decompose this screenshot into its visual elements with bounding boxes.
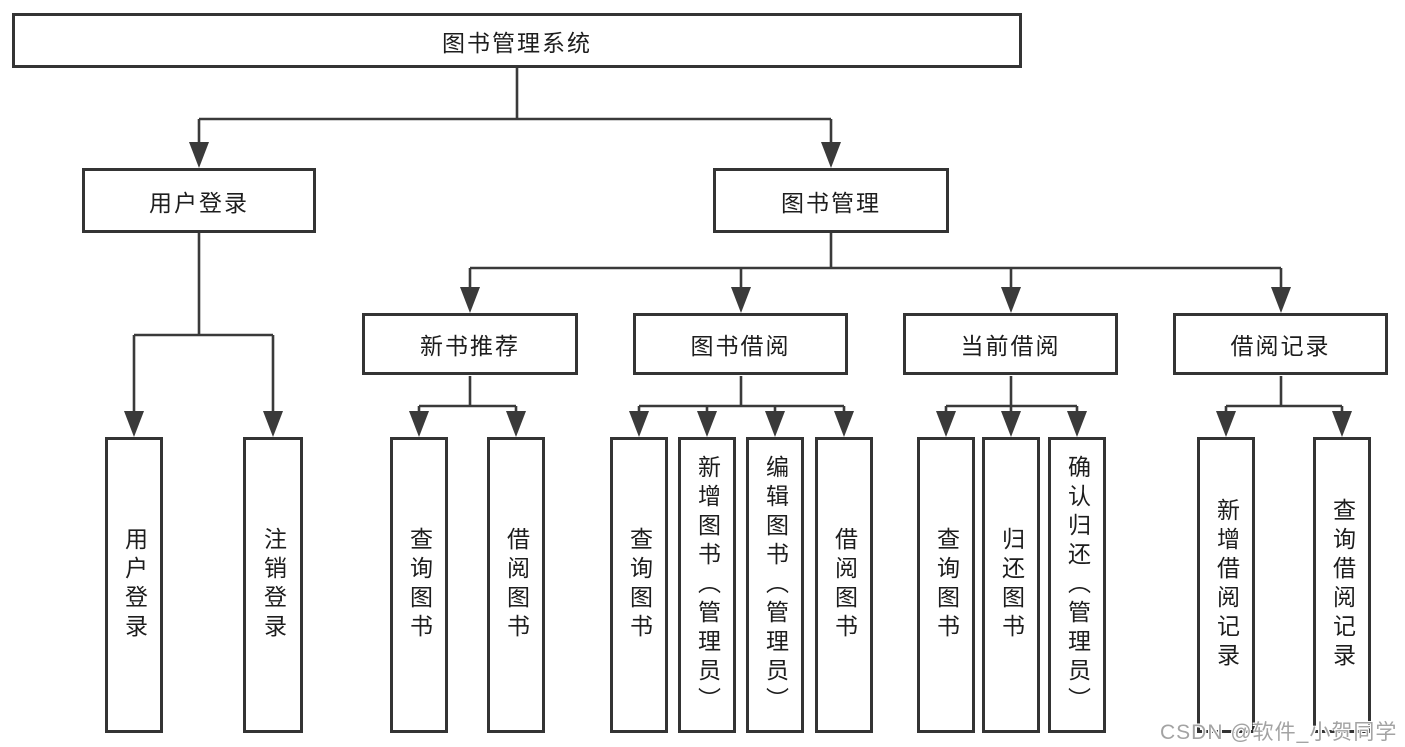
node-label: 查询图书 <box>406 527 433 643</box>
leaf-current-return-books: 归还图书 <box>982 437 1040 733</box>
arrow-down-icon <box>1332 411 1352 437</box>
leaf-recommend-borrow-books: 借阅图书 <box>487 437 545 733</box>
node-label: 编辑图书（管理员） <box>762 454 789 716</box>
node-borrow-records: 借阅记录 <box>1173 313 1388 375</box>
connector-root-to-level2 <box>189 68 841 168</box>
node-label: 新增借阅记录 <box>1213 498 1240 672</box>
node-library-system: 图书管理系统 <box>12 13 1022 68</box>
leaf-records-query-record: 查询借阅记录 <box>1313 437 1371 733</box>
node-label: 归还图书 <box>998 527 1025 643</box>
node-label: 查询图书 <box>933 527 960 643</box>
leaf-user-login: 用户登录 <box>105 437 163 733</box>
node-label: 用户登录 <box>121 527 148 643</box>
node-label: 借阅图书 <box>503 527 530 643</box>
arrow-down-icon <box>263 411 283 437</box>
node-current-borrow: 当前借阅 <box>903 313 1118 375</box>
leaf-current-confirm-return-admin: 确认归还（管理员） <box>1048 437 1106 733</box>
arrow-down-icon <box>1067 411 1087 437</box>
node-label: 查询借阅记录 <box>1329 498 1356 672</box>
node-label: 借阅记录 <box>1230 333 1331 359</box>
arrow-down-icon <box>506 411 526 437</box>
node-label: 图书管理 <box>781 189 881 216</box>
arrow-down-icon <box>936 411 956 437</box>
node-label: 图书借阅 <box>690 333 791 359</box>
arrow-down-icon <box>1216 411 1236 437</box>
node-label: 当前借阅 <box>960 333 1061 359</box>
node-label: 注销登录 <box>260 527 287 643</box>
arrow-down-icon <box>409 411 429 437</box>
csdn-watermark: CSDN @软件_小贺同学 <box>1160 721 1398 744</box>
arrow-down-icon <box>697 411 717 437</box>
arrow-down-icon <box>834 411 854 437</box>
arrow-down-icon <box>629 411 649 437</box>
connector-book-management-children <box>460 233 1291 313</box>
arrow-down-icon <box>765 411 785 437</box>
leaf-borrow-query-books: 查询图书 <box>610 437 668 733</box>
leaf-borrow-add-books-admin: 新增图书（管理员） <box>678 437 736 733</box>
node-label: 确认归还（管理员） <box>1064 454 1091 716</box>
node-new-book-recommend: 新书推荐 <box>362 313 578 375</box>
node-label: 新书推荐 <box>420 333 520 359</box>
leaf-records-add-record: 新增借阅记录 <box>1197 437 1255 733</box>
arrow-down-icon <box>731 287 751 313</box>
arrow-down-icon <box>1001 287 1021 313</box>
arrow-down-icon <box>1271 287 1291 313</box>
node-label: 查询图书 <box>626 527 653 643</box>
arrow-down-icon <box>821 142 841 168</box>
arrow-down-icon <box>1001 411 1021 437</box>
node-label: 新增图书（管理员） <box>694 454 721 716</box>
arrow-down-icon <box>460 287 480 313</box>
arrow-down-icon <box>124 411 144 437</box>
leaf-recommend-query-books: 查询图书 <box>390 437 448 733</box>
node-label: 用户登录 <box>149 189 249 216</box>
node-user-login: 用户登录 <box>82 168 316 233</box>
node-book-management: 图书管理 <box>713 168 949 233</box>
leaf-borrow-edit-books-admin: 编辑图书（管理员） <box>746 437 804 733</box>
connector-user-login-children <box>124 233 283 437</box>
node-book-borrow: 图书借阅 <box>633 313 848 375</box>
arrow-down-icon <box>189 142 209 168</box>
node-label: 借阅图书 <box>831 527 858 643</box>
connector-current-borrow-children <box>936 376 1087 437</box>
connector-book-borrow-children <box>629 376 854 437</box>
leaf-logout: 注销登录 <box>243 437 303 733</box>
connector-borrow-records-children <box>1216 376 1352 437</box>
leaf-borrow-borrow-books: 借阅图书 <box>815 437 873 733</box>
leaf-current-query-books: 查询图书 <box>917 437 975 733</box>
connector-new-book-recommend-children <box>409 376 526 437</box>
node-label: 图书管理系统 <box>442 29 592 56</box>
